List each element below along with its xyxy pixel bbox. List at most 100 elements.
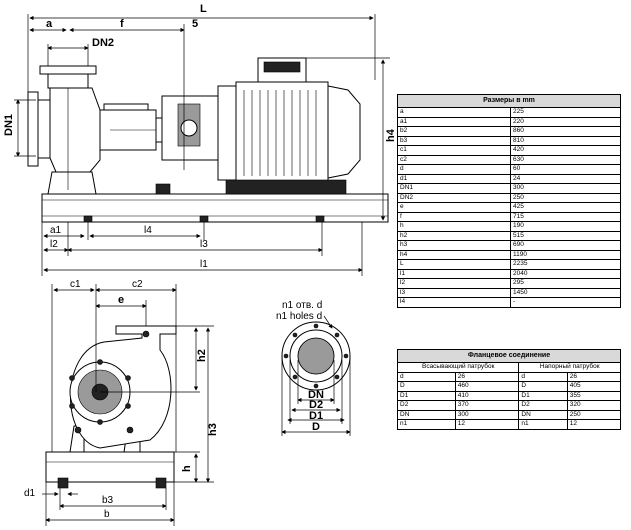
dim-f: f [120,18,124,30]
dim-value: 1190 [510,249,621,260]
dim-key: l2 [397,278,511,289]
dim-value: 1450 [510,287,621,298]
dim-value: 2040 [510,268,621,279]
dim-key: a [397,107,511,118]
flange-cell: D2 [518,400,568,411]
flange-cell: d [518,371,568,382]
dim-value: 630 [510,154,621,165]
dim-value: 300 [510,183,621,194]
dim-c1: c1 [70,279,81,290]
flange-view [281,315,351,436]
dim-key: h3 [397,240,511,251]
discharge-header: Напорный патрубок [518,362,621,373]
flange-cell: d [397,371,456,382]
dim-key: e [397,202,511,213]
dim-value: - [510,297,621,308]
flange-cell: D [518,381,568,392]
flange-cell: DN [397,409,456,420]
flange-cell: 405 [566,381,622,392]
flange-table: Фланцевое соединение Всасывающий патрубо… [396,349,622,430]
flange-cell: 250 [566,409,622,420]
flange-cell: 410 [454,390,520,401]
dim-value: 220 [510,116,621,127]
flange-cell: 370 [454,400,520,411]
dim-key: c2 [397,154,511,165]
dim-DN1: DN1 [3,114,15,136]
side-view: L a f 5 DN2 DN1 h4 a1 l4 l2 l3 l1 [3,3,397,276]
dimensions-table-title: Размеры в mm [397,94,621,108]
flange-cell: 355 [566,390,622,401]
dim-value: 190 [510,221,621,232]
dim-h: h [181,465,193,472]
flange-cell: 26 [454,371,520,382]
table-row: l4- [397,297,621,308]
dim-value: 420 [510,145,621,156]
dim-value: 860 [510,126,621,137]
side-dimensions [14,14,390,276]
flange-cell: 12 [566,419,622,430]
flange-cell: D2 [397,400,456,411]
flange-cell: 12 [454,419,520,430]
dim-D1: D1 [309,410,323,422]
flange-cell: D1 [397,390,456,401]
front-view: c1 c2 e h2 h3 h d1 b3 b [24,279,219,526]
dim-value: 295 [510,278,621,289]
front-dimensions [42,284,214,526]
flange-cell: 300 [454,409,520,420]
flange-cell: D [397,381,456,392]
dim-key: L [397,259,511,270]
dim-l2: l2 [50,239,58,250]
dim-l1: l1 [200,259,208,270]
dim-a: a [46,18,53,30]
dim-key: l3 [397,287,511,298]
flange-cell: n1 [518,419,568,430]
flange-cell: n1 [397,419,456,430]
dim-h4: h4 [385,128,397,142]
dim-key: d [397,164,511,175]
dim-key: h4 [397,249,511,260]
flange-cell: 320 [566,400,622,411]
dim-key: d1 [397,173,511,184]
dim-D2: D2 [309,399,323,411]
dim-l4: l4 [144,225,152,236]
dim-value: 715 [510,211,621,222]
dim-key: DN2 [397,192,511,203]
dim-value: 2235 [510,259,621,270]
dim-DN2: DN2 [92,37,114,49]
dim-h2: h2 [196,349,208,362]
dim-key: f [397,211,511,222]
dim-key: c1 [397,145,511,156]
dim-key: b3 [397,135,511,146]
dim-key: b2 [397,126,511,137]
suction-header: Всасывающий патрубок [396,362,520,373]
dim-key: l1 [397,268,511,279]
dim-D: D [312,421,320,433]
flange-holes-label-en: n1 holes d [276,311,322,322]
dim-h3: h3 [207,423,219,436]
dim-value: 24 [510,173,621,184]
dim-b3: b3 [102,495,114,506]
dim-d1: d1 [24,488,36,499]
